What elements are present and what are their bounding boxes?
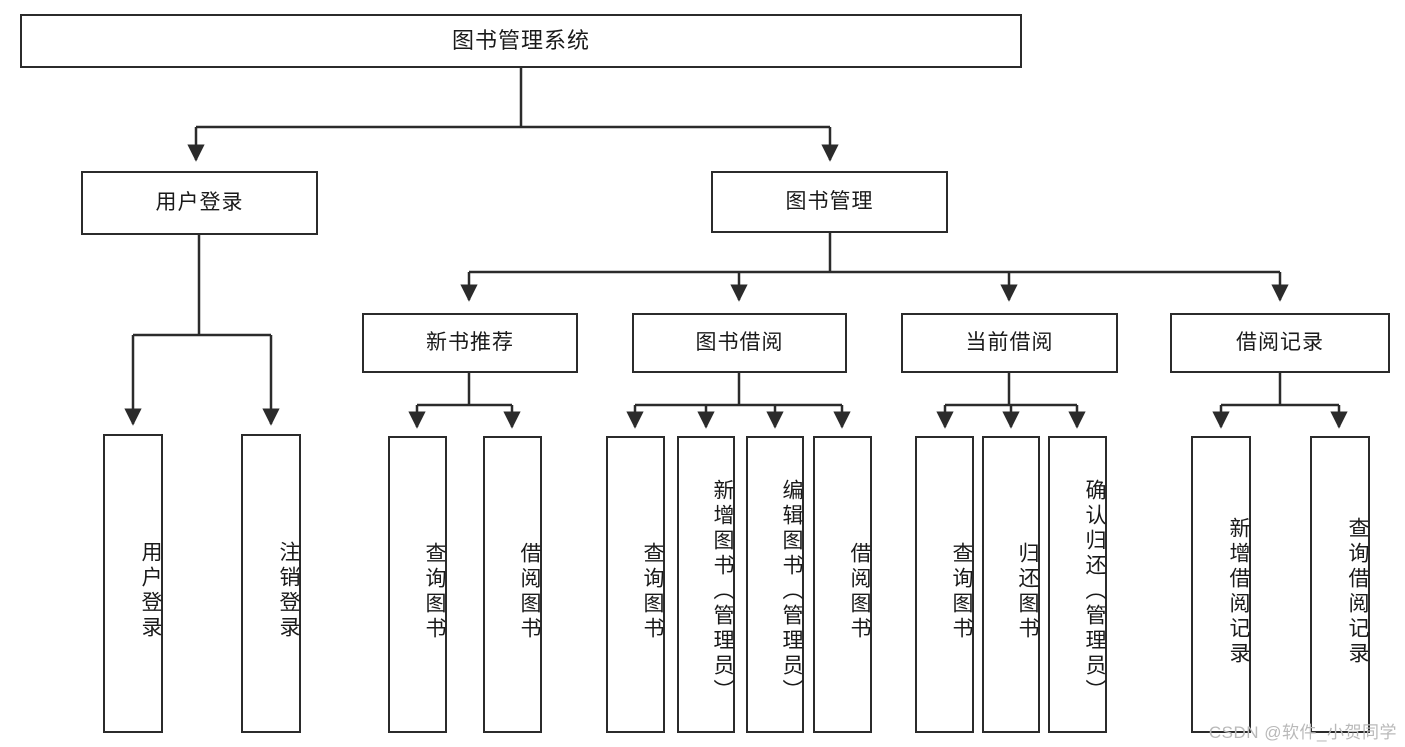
node-book-borrow[interactable]: 图书借阅 — [632, 313, 847, 373]
node-new-book-recommend-label: 新书推荐 — [426, 331, 514, 355]
node-root[interactable]: 图书管理系统 — [20, 14, 1022, 68]
node-current-borrow[interactable]: 当前借阅 — [901, 313, 1118, 373]
leaf-new-query-book[interactable]: 查询图书 — [388, 436, 447, 733]
node-current-borrow-label: 当前借阅 — [965, 331, 1054, 355]
node-borrow-record[interactable]: 借阅记录 — [1170, 313, 1390, 373]
leaf-new-borrow-book[interactable]: 借阅图书 — [483, 436, 542, 733]
node-root-label: 图书管理系统 — [451, 27, 590, 53]
leaf-add-book-admin-label: 新增图书（管理员） — [711, 479, 734, 704]
leaf-return-book-label: 归还图书 — [1016, 541, 1039, 642]
leaf-confirm-return-admin-label: 确认归还（管理员） — [1083, 479, 1106, 704]
leaf-borrow-book[interactable]: 借阅图书 — [813, 436, 872, 733]
node-borrow-record-label: 借阅记录 — [1236, 331, 1324, 355]
leaf-logout-label: 注销登录 — [277, 540, 300, 641]
leaf-new-borrow-book-label: 借阅图书 — [518, 541, 541, 642]
leaf-edit-book-admin-label: 编辑图书（管理员） — [780, 479, 803, 704]
leaf-borrow-book-label: 借阅图书 — [848, 541, 871, 642]
leaf-user-login-label: 用户登录 — [139, 540, 162, 641]
leaf-edit-book-admin[interactable]: 编辑图书（管理员） — [746, 436, 804, 733]
leaf-add-borrow-record[interactable]: 新增借阅记录 — [1191, 436, 1251, 733]
leaf-user-login[interactable]: 用户登录 — [103, 434, 163, 733]
leaf-confirm-return-admin[interactable]: 确认归还（管理员） — [1048, 436, 1107, 733]
node-new-book-recommend[interactable]: 新书推荐 — [362, 313, 578, 373]
leaf-new-query-book-label: 查询图书 — [423, 541, 446, 642]
node-book-management-label: 图书管理 — [785, 190, 874, 214]
leaf-borrow-query-book-label: 查询图书 — [641, 541, 664, 642]
leaf-current-query-book[interactable]: 查询图书 — [915, 436, 974, 733]
node-book-management[interactable]: 图书管理 — [711, 171, 948, 233]
leaf-current-query-book-label: 查询图书 — [950, 541, 973, 642]
leaf-add-book-admin[interactable]: 新增图书（管理员） — [677, 436, 735, 733]
leaf-query-borrow-record-label: 查询借阅记录 — [1346, 516, 1369, 667]
node-user-login[interactable]: 用户登录 — [81, 171, 318, 235]
leaf-logout[interactable]: 注销登录 — [241, 434, 301, 733]
leaf-return-book[interactable]: 归还图书 — [982, 436, 1040, 733]
leaf-query-borrow-record[interactable]: 查询借阅记录 — [1310, 436, 1370, 733]
leaf-add-borrow-record-label: 新增借阅记录 — [1227, 516, 1250, 667]
node-user-login-label: 用户登录 — [155, 191, 244, 215]
node-book-borrow-label: 图书借阅 — [695, 331, 784, 355]
leaf-borrow-query-book[interactable]: 查询图书 — [606, 436, 665, 733]
csdn-watermark: CSDN @软件_小贺同学 — [1208, 723, 1397, 742]
